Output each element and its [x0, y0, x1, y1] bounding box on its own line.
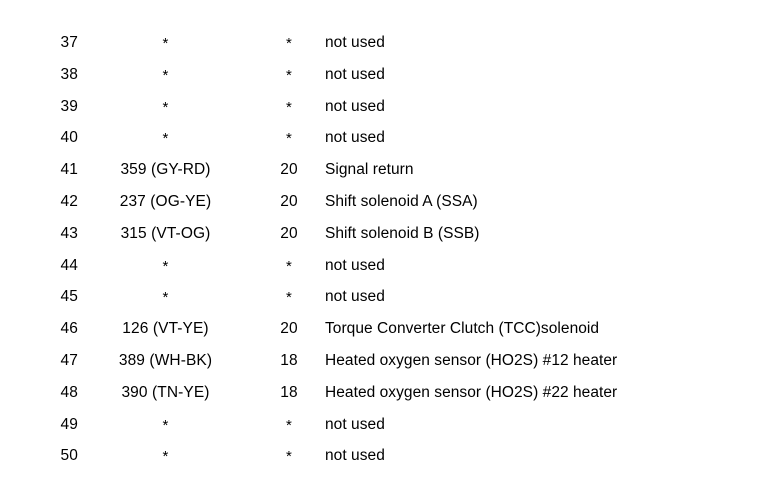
pin-number: 44 — [60, 256, 78, 274]
pin-number: 46 — [60, 320, 78, 338]
description: not used — [325, 256, 385, 274]
wire-gauge: 20 — [280, 224, 298, 242]
circuit-wire-color: * — [78, 281, 253, 313]
table-row: 43 315 (VT-OG) 20 Shift solenoid B (SSB) — [0, 218, 768, 250]
unused-placeholder-symbol: * — [286, 35, 292, 52]
circuit-wire-color: * — [78, 59, 253, 91]
table-row: 48 390 (TN-YE) 18 Heated oxygen sensor (… — [0, 377, 768, 409]
wire-gauge: * — [253, 27, 325, 59]
table-row: 42 237 (OG-YE) 20 Shift solenoid A (SSA) — [0, 186, 768, 218]
pin-number: 45 — [60, 288, 78, 306]
pin-number: 39 — [60, 97, 78, 115]
description: Heated oxygen sensor (HO2S) #12 heater — [325, 351, 618, 369]
circuit-wire-color: * — [78, 122, 253, 154]
table-row: 41 359 (GY-RD) 20 Signal return — [0, 154, 768, 186]
description: Signal return — [325, 161, 414, 179]
description: not used — [325, 415, 385, 433]
circuit-wire-color: * — [78, 250, 253, 282]
description: not used — [325, 34, 385, 51]
wire-gauge: 20 — [280, 192, 298, 210]
description: not used — [325, 65, 385, 83]
pin-number: 41 — [60, 161, 78, 179]
unused-placeholder-symbol: * — [286, 448, 292, 466]
unused-placeholder-symbol: * — [286, 289, 292, 307]
unused-placeholder-symbol: * — [162, 416, 169, 434]
wire-gauge: * — [253, 91, 325, 123]
table-row: 39 * * not used — [0, 91, 768, 123]
description: not used — [325, 447, 385, 465]
circuit-wire-color: * — [78, 409, 253, 441]
pin-number: 50 — [60, 447, 78, 465]
circuit-wire-color: 390 (TN-YE) — [121, 383, 210, 401]
circuit-wire-color: 126 (VT-YE) — [122, 320, 209, 338]
unused-placeholder-symbol: * — [162, 35, 169, 52]
wire-gauge: * — [253, 250, 325, 282]
description: Torque Converter Clutch (TCC)solenoid — [325, 320, 600, 338]
description: Shift solenoid A (SSA) — [325, 192, 478, 210]
pin-assignment-table: 37 * * not used 38 * * not used 39 * * n… — [0, 27, 768, 472]
description: not used — [325, 97, 385, 115]
pin-number: 42 — [60, 192, 78, 210]
wire-gauge: 18 — [280, 351, 298, 369]
table-row: 45 * * not used — [0, 281, 768, 313]
circuit-wire-color: * — [78, 440, 253, 472]
circuit-wire-color: * — [78, 91, 253, 123]
unused-placeholder-symbol: * — [286, 416, 292, 434]
table-body: 37 * * not used 38 * * not used 39 * * n… — [0, 27, 768, 472]
unused-placeholder-symbol: * — [286, 257, 292, 275]
unused-placeholder-symbol: * — [162, 98, 169, 116]
description: Heated oxygen sensor (HO2S) #22 heater — [325, 383, 618, 401]
circuit-wire-color: * — [78, 27, 253, 59]
description: not used — [325, 129, 385, 147]
unused-placeholder-symbol: * — [286, 66, 292, 84]
wire-gauge: 18 — [280, 383, 298, 401]
unused-placeholder-symbol: * — [162, 66, 169, 84]
circuit-wire-color: 315 (VT-OG) — [120, 224, 211, 242]
circuit-wire-color: 389 (WH-BK) — [118, 351, 213, 369]
unused-placeholder-symbol: * — [286, 98, 292, 116]
wire-gauge: 20 — [280, 320, 298, 338]
unused-placeholder-symbol: * — [162, 130, 169, 148]
table-row: 50 * * not used — [0, 440, 768, 472]
pin-number: 48 — [60, 383, 78, 401]
wire-gauge: 20 — [280, 161, 298, 179]
description: not used — [325, 288, 385, 306]
table-row: 47 389 (WH-BK) 18 Heated oxygen sensor (… — [0, 345, 768, 377]
unused-placeholder-symbol: * — [286, 130, 292, 148]
circuit-wire-color: 359 (GY-RD) — [120, 161, 211, 179]
table-row: 49 * * not used — [0, 409, 768, 441]
unused-placeholder-symbol: * — [162, 448, 169, 466]
wire-gauge: * — [253, 409, 325, 441]
table-row: 37 * * not used — [0, 27, 768, 59]
pin-number: 40 — [60, 129, 78, 147]
pin-number: 43 — [60, 224, 78, 242]
unused-placeholder-symbol: * — [162, 289, 169, 307]
pin-number: 37 — [60, 34, 78, 51]
table-row: 46 126 (VT-YE) 20 Torque Converter Clutc… — [0, 313, 768, 345]
table-row: 44 * * not used — [0, 250, 768, 282]
description: Shift solenoid B (SSB) — [325, 224, 480, 242]
wire-gauge: * — [253, 59, 325, 91]
table-row: 38 * * not used — [0, 59, 768, 91]
unused-placeholder-symbol: * — [162, 257, 169, 275]
wire-gauge: * — [253, 281, 325, 313]
circuit-wire-color: 237 (OG-YE) — [119, 192, 212, 210]
wire-gauge: * — [253, 440, 325, 472]
pin-number: 49 — [60, 415, 78, 433]
pin-number: 47 — [60, 351, 78, 369]
table-row: 40 * * not used — [0, 122, 768, 154]
pin-number: 38 — [60, 65, 78, 83]
wire-gauge: * — [253, 122, 325, 154]
